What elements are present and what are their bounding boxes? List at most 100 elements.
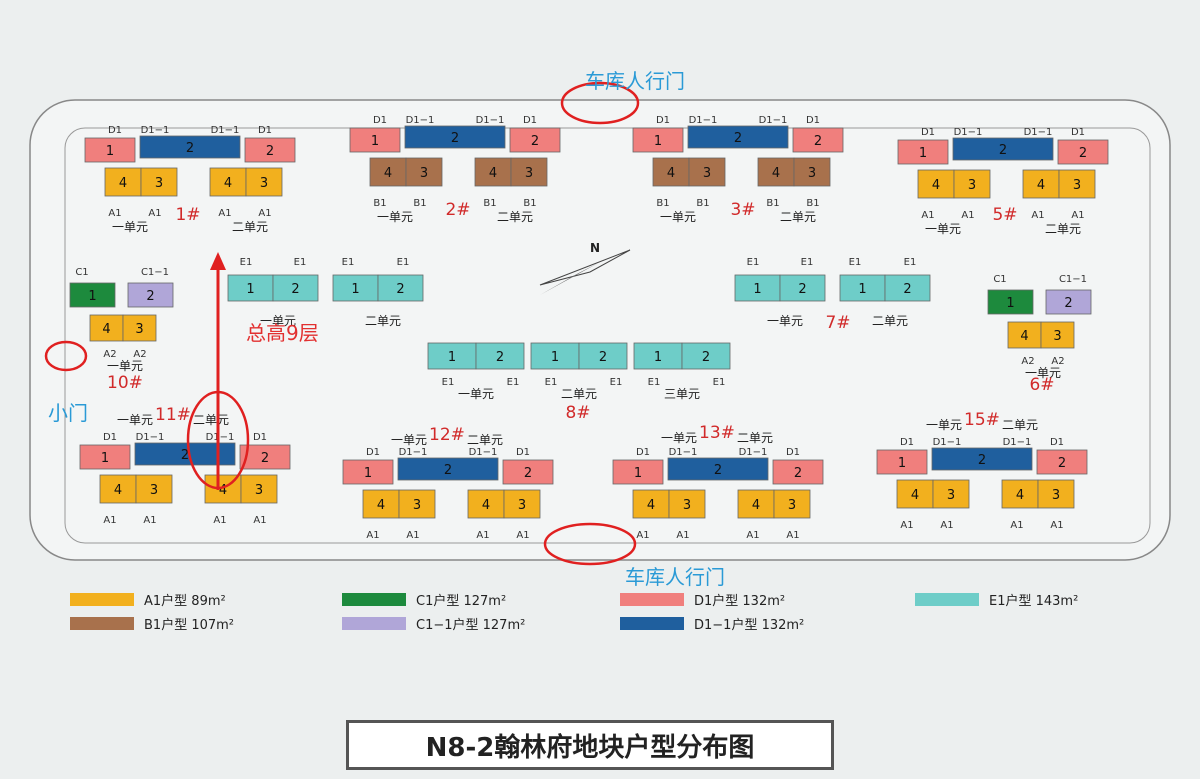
unit-name: 一单元 bbox=[660, 210, 696, 224]
unit-code-label: A1 bbox=[218, 208, 231, 219]
north-arrow: N bbox=[539, 241, 631, 295]
unit-code-label: D1−1 bbox=[689, 115, 718, 126]
unit-code-label: B1 bbox=[373, 198, 386, 209]
unit-code-label: D1−1 bbox=[399, 447, 428, 458]
unit-code-label: A1 bbox=[253, 515, 266, 526]
unit-d1b bbox=[1057, 139, 1109, 165]
unit-low-b bbox=[398, 489, 436, 519]
building-number: 12# bbox=[429, 425, 465, 445]
unit-low-a-number: 4 bbox=[114, 483, 122, 498]
unit-code-label: A1 bbox=[900, 520, 913, 531]
unit-a2-a-number: 4 bbox=[1020, 329, 1028, 344]
unit-d1 bbox=[897, 139, 949, 165]
unit-d1b bbox=[792, 127, 844, 153]
unit-a2-a bbox=[89, 314, 124, 342]
unit-low-c bbox=[209, 167, 247, 197]
unit-e1-number: 2 bbox=[396, 282, 404, 297]
unit-e1 bbox=[779, 274, 826, 302]
unit-code-label: A1 bbox=[746, 530, 759, 541]
unit-code-label: D1−1 bbox=[206, 432, 235, 443]
unit-code-label: B1 bbox=[413, 198, 426, 209]
unit-code-label: D1−1 bbox=[669, 447, 698, 458]
unit-name: 二单元 bbox=[780, 210, 816, 224]
unit-d1 bbox=[349, 127, 401, 153]
building-number: 5# bbox=[992, 205, 1017, 225]
unit-e1-number: 1 bbox=[753, 282, 761, 297]
unit-code-label: A1 bbox=[1071, 210, 1084, 221]
building-number: 1# bbox=[175, 205, 200, 225]
legend-swatch bbox=[70, 617, 134, 630]
unit-name: 一单元 bbox=[112, 220, 148, 234]
building-number: 10# bbox=[107, 373, 143, 393]
unit-low-a-number: 4 bbox=[384, 166, 392, 181]
unit-code-label: D1−1 bbox=[759, 115, 788, 126]
unit-low-b bbox=[688, 157, 726, 187]
unit-code-label: E1 bbox=[904, 257, 917, 268]
unit-d1-number: 1 bbox=[654, 134, 662, 149]
unit-low-b bbox=[668, 489, 706, 519]
legend-swatch bbox=[915, 593, 979, 606]
unit-low-b bbox=[405, 157, 443, 187]
unit-d1b-number: 2 bbox=[1058, 456, 1066, 471]
unit-d1b bbox=[502, 459, 554, 485]
unit-code-label: E1 bbox=[507, 377, 520, 388]
unit-code-label: D1−1 bbox=[136, 432, 165, 443]
unit-code-label: D1 bbox=[636, 447, 650, 458]
unit-d1-1a bbox=[667, 457, 769, 481]
unit-low-c bbox=[1022, 169, 1060, 199]
unit-code-label: A2 bbox=[133, 349, 146, 360]
unit-low-b-number: 3 bbox=[413, 498, 421, 513]
unit-low-d-number: 3 bbox=[255, 483, 263, 498]
unit-e1 bbox=[884, 274, 931, 302]
unit-name: 一单元 bbox=[925, 222, 961, 236]
unit-e1-number: 1 bbox=[246, 282, 254, 297]
legend-swatch bbox=[70, 593, 134, 606]
unit-e1 bbox=[681, 342, 731, 370]
building-number: 13# bbox=[699, 423, 735, 443]
unit-d1b-number: 2 bbox=[261, 451, 269, 466]
gate-circle-top bbox=[560, 81, 640, 125]
unit-a2-b-number: 3 bbox=[135, 322, 143, 337]
building-number: 2# bbox=[445, 200, 470, 220]
unit-c1 bbox=[987, 289, 1034, 315]
unit-code-label: A1 bbox=[1050, 520, 1063, 531]
unit-low-d-number: 3 bbox=[808, 166, 816, 181]
unit-d1b-number: 2 bbox=[814, 134, 822, 149]
unit-c1-1-number: 2 bbox=[146, 289, 154, 304]
unit-a2-b-number: 3 bbox=[1053, 329, 1061, 344]
unit-low-a-number: 4 bbox=[647, 498, 655, 513]
unit-low-d-number: 3 bbox=[1073, 178, 1081, 193]
unit-code-label: D1 bbox=[900, 437, 914, 448]
unit-code-label: A1 bbox=[940, 520, 953, 531]
unit-code-label: A1 bbox=[143, 515, 156, 526]
legend-item-e1: E1户型 143m² bbox=[915, 590, 1078, 609]
unit-e1-number: 2 bbox=[291, 282, 299, 297]
legend-item-a1: A1户型 89m² bbox=[70, 590, 226, 609]
unit-e1-number: 1 bbox=[448, 350, 456, 365]
unit-low-b-number: 3 bbox=[703, 166, 711, 181]
unit-name: 二单元 bbox=[1045, 222, 1081, 236]
legend-swatch bbox=[620, 593, 684, 606]
unit-d1-1a-number: 2 bbox=[999, 143, 1007, 158]
unit-low-b-number: 3 bbox=[150, 483, 158, 498]
unit-name: 一单元 bbox=[661, 431, 697, 445]
unit-code-label: B1 bbox=[766, 198, 779, 209]
unit-code-label: D1 bbox=[1050, 437, 1064, 448]
unit-d1-1a bbox=[397, 457, 499, 481]
unit-e1 bbox=[377, 274, 424, 302]
legend-label: E1户型 143m² bbox=[989, 594, 1079, 609]
unit-code-label: D1 bbox=[253, 432, 267, 443]
unit-name: 二单元 bbox=[1002, 418, 1038, 432]
unit-code-label: B1 bbox=[696, 198, 709, 209]
unit-d1-1a bbox=[134, 442, 236, 466]
unit-d1b bbox=[509, 127, 561, 153]
unit-code-label: D1 bbox=[258, 125, 272, 136]
north-label: N bbox=[590, 241, 600, 255]
unit-c1-1 bbox=[127, 282, 174, 308]
unit-name: 一单元 bbox=[377, 210, 413, 224]
unit-d1b bbox=[1036, 449, 1088, 475]
